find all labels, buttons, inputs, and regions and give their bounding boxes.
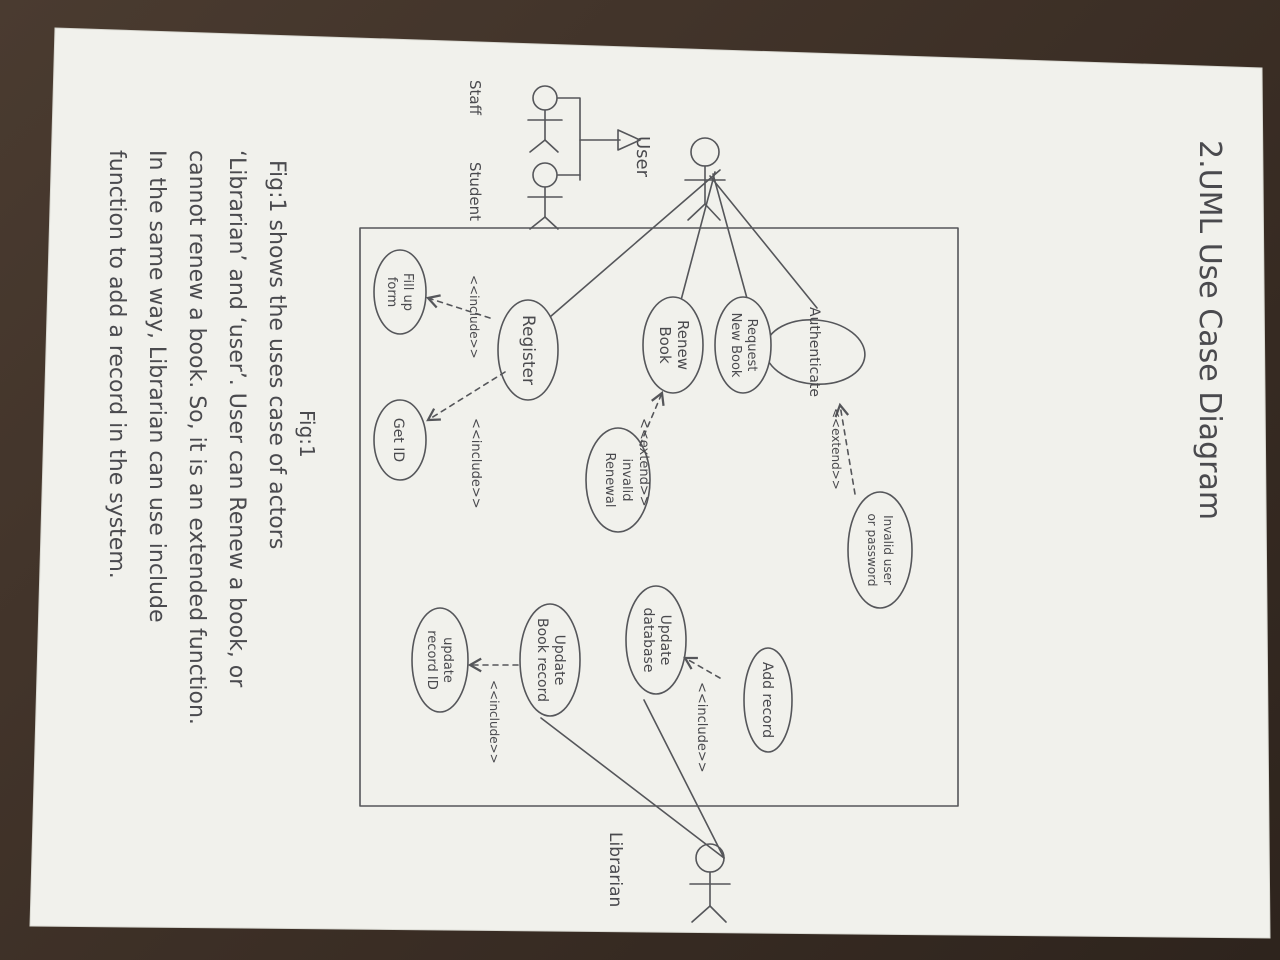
diagram-title: 2.UML Use Case Diagram (1192, 140, 1227, 520)
user-associations (527, 169, 818, 337)
svg-text:or password: or password (865, 513, 879, 586)
librarian-associations (540, 699, 725, 859)
actor-staff-label: Staff (466, 80, 484, 116)
generalization-arrow (557, 97, 641, 181)
usecase-invalid-user-or-password: Invalid user or password (847, 491, 913, 609)
usecase-request-new-book: Request New Book (714, 296, 772, 394)
svg-text:Invalid user: Invalid user (881, 515, 895, 585)
actor-librarian: Librarian (605, 832, 731, 923)
actor-user: User (632, 136, 726, 221)
usecase-update-database: Update database (625, 585, 687, 695)
svg-text:invalid: invalid (619, 459, 634, 502)
stereotype-include-record-id: <<include>> (487, 680, 501, 764)
stereotype-include-fill-form: <<include>> (467, 275, 481, 359)
actor-librarian-label: Librarian (605, 832, 625, 907)
svg-text:Update: Update (551, 635, 567, 686)
stereotype-include-get-id: <<include>> (468, 418, 483, 509)
usecase-update-record-id: update record ID (411, 607, 469, 713)
usecase-update-book-record: Update Book record (519, 603, 581, 717)
svg-text:Book record: Book record (534, 618, 550, 702)
svg-text:Book: Book (656, 326, 674, 364)
svg-text:update: update (440, 637, 455, 683)
actor-staff: Staff (466, 80, 563, 153)
svg-text:New Book: New Book (728, 313, 743, 378)
description-line-2: ‘Librarian’ and ‘user’. User can Renew a… (224, 150, 249, 688)
svg-text:Fill up: Fill up (400, 273, 415, 311)
svg-text:database: database (640, 608, 656, 673)
figure-caption: Fig:1 (295, 410, 319, 458)
svg-text:Renewal: Renewal (602, 453, 617, 508)
usecase-add-record: Add record (743, 647, 793, 753)
svg-text:record ID: record ID (424, 630, 439, 690)
usecase-invalid-renewal: invalid Renewal (585, 427, 651, 533)
usecase-fill-up-form: Fill up form (373, 249, 427, 335)
actor-user-label: User (632, 136, 653, 178)
description-line-3: cannot renew a book. So, it is an extend… (184, 150, 209, 725)
description-line-5: function to add a record in the system. (104, 150, 129, 579)
svg-text:Register: Register (518, 315, 538, 385)
svg-text:Authenticate: Authenticate (806, 307, 822, 397)
actor-student-label: Student (466, 162, 484, 221)
svg-text:Get ID: Get ID (390, 418, 406, 462)
svg-text:Add record: Add record (759, 662, 775, 738)
usecase-renew-book: Renew Book (642, 296, 704, 394)
svg-text:Renew: Renew (674, 320, 692, 370)
stereotype-include-add-record: <<include>> (694, 682, 709, 773)
system-boundary (359, 227, 959, 807)
stereotype-extend-renew: <<extend>> (636, 418, 651, 507)
svg-text:Request: Request (744, 319, 759, 372)
description-line-4: In the same way, Librarian can use inclu… (144, 150, 169, 623)
svg-text:Update: Update (657, 615, 673, 666)
usecase-get-id: Get ID (373, 399, 427, 481)
usecase-register: Register (497, 299, 559, 401)
rotated-drawing: 2.UML Use Case Diagram User Staff (295, 80, 1227, 923)
actor-student: Student (466, 162, 563, 230)
stereotype-extend-auth: <<extend>> (829, 408, 843, 490)
description-line-1: Fig:1 shows the uses case of actors (264, 160, 289, 549)
svg-text:form: form (384, 277, 399, 307)
description-block: Fig:1 shows the uses case of actors ‘Lib… (104, 150, 289, 725)
dependency-arrows (425, 294, 856, 679)
